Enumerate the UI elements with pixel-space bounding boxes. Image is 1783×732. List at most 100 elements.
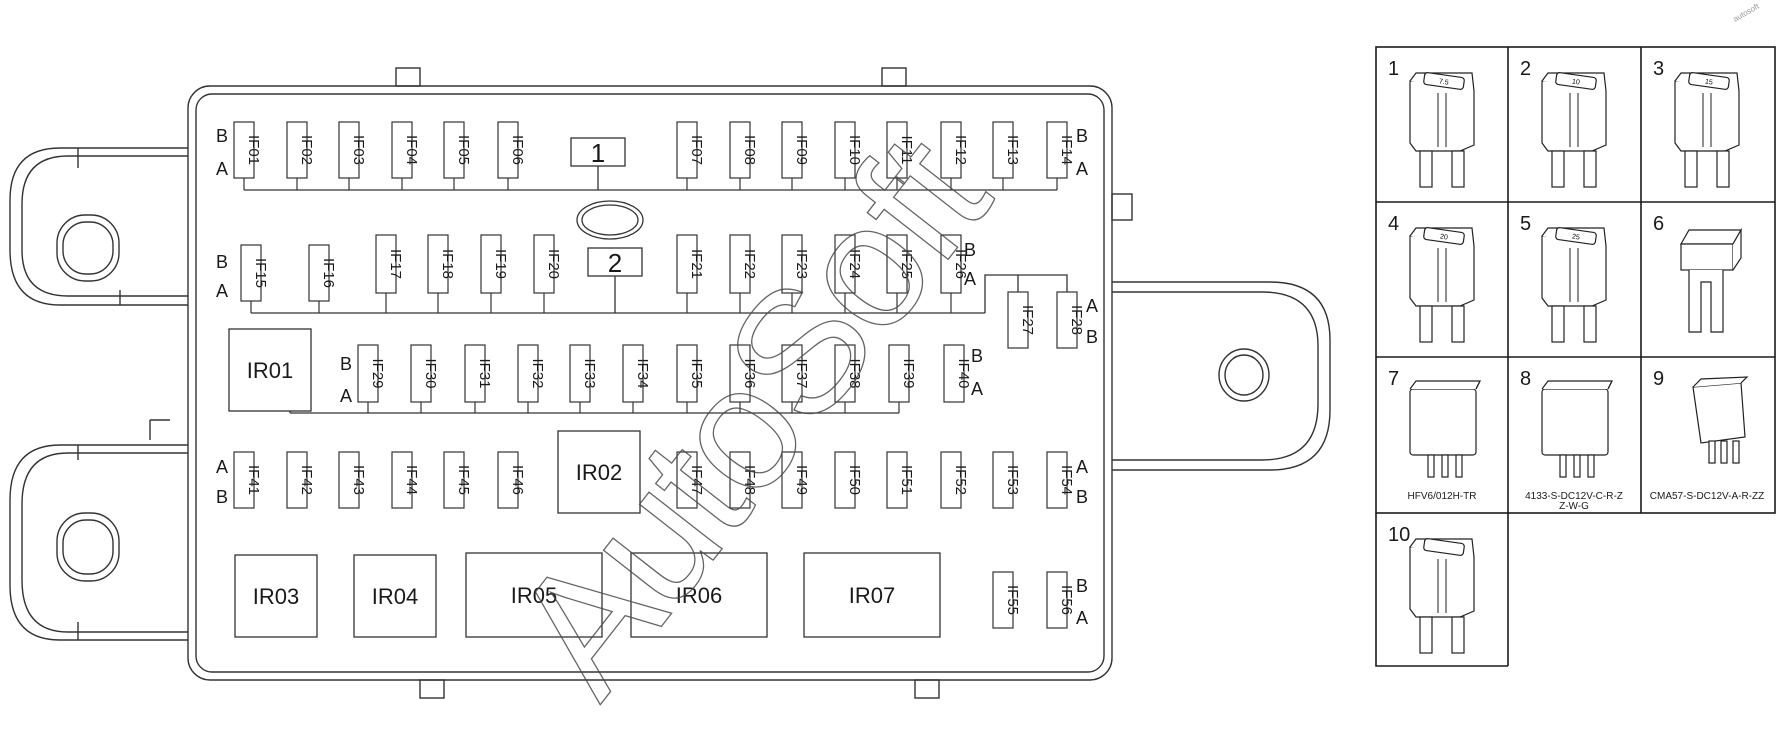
fuse-label: IF13 [1004,135,1021,165]
fuse-body [286,451,308,509]
relay-icon [1692,376,1749,464]
fuse-label: IF32 [529,358,546,388]
pin-label: A [1076,457,1088,477]
pin-label: A [1076,608,1088,628]
fuse-if13: IF13 [992,121,1021,190]
fuse-label: IF08 [741,135,758,165]
fuse-if40: IF40 [943,344,972,403]
fuse-if30: IF30 [410,344,439,413]
fuse-if49: IF49 [781,451,810,509]
fuse-if15: IF15 [240,244,269,313]
fuse-body [497,451,519,509]
fuse-if43: IF43 [338,451,367,509]
fuse-body [886,451,908,509]
relay-label: IR04 [372,584,418,609]
fuse-box-housing [9,67,1331,699]
fuse-label: IF16 [320,258,337,288]
fuse-if45: IF45 [443,451,472,509]
fuse-if12: IF12 [940,121,969,190]
component-number: 3 [1653,58,1664,80]
fuse-label: IF34 [634,358,651,388]
fuse-body [940,451,962,509]
component-number: 2 [1520,58,1531,80]
fuse-if36: IF36 [729,344,758,413]
pin-label: B [1076,126,1088,146]
fuse-if16: IF16 [308,244,337,313]
fuse-if32: IF32 [517,344,546,413]
fuse-if37: IF37 [781,344,810,413]
fuse-if01: IF01 [233,121,262,190]
fuse-label: IF31 [476,358,493,388]
pin-label: B [216,126,228,146]
relay-ir03: IR03 [234,554,318,638]
fuse-body [391,451,413,509]
fuse-label: IF04 [403,135,420,165]
fuse-if35: IF35 [676,344,705,413]
fuse-if41: IF41 [233,451,262,509]
fuse-if04: IF04 [391,121,420,190]
relay-label: IR03 [253,584,299,609]
pin-label: B [964,240,976,260]
fuse-if51: IF51 [886,451,915,509]
component-10: 10 [1388,524,1475,654]
relay-body [803,552,941,638]
fuse-label: IF07 [688,135,705,165]
relay-ir01: IR01 [228,328,312,412]
corner-watermark: autosoft [1732,1,1762,23]
fuse-if47: IF47 [676,451,705,509]
fuse-if56: IF56 [1046,571,1075,629]
fuse-label: IF52 [952,465,969,495]
pin-label: A [971,379,983,399]
fuse-label: IF22 [741,249,758,279]
component-number: 7 [1388,368,1399,390]
fuse-if44: IF44 [391,451,420,509]
blade-fuse-icon: 15 [1674,72,1740,188]
component-legend: 17.521031542052567HFV6/012H-TR84133-S-DC… [1375,46,1776,667]
fuse-label: IF28 [1068,305,1085,335]
component-1: 17.5 [1388,58,1475,188]
fuse-if05: IF05 [443,121,472,190]
relay-icon [1541,380,1613,478]
connector-2-label: 2 [608,248,622,278]
component-4: 420 [1388,213,1475,343]
fuse-label: IF38 [846,358,863,388]
fuse-if10: IF10 [834,121,863,190]
fuse-label: IF11 [898,136,915,165]
component-caption: CMA57-S-DC12V-A-R-ZZ [1650,491,1764,502]
fuse-label: IF48 [741,465,758,495]
fuse-label: IF51 [898,465,915,495]
pin-label: A [216,281,228,301]
fuse-label: IF21 [688,249,705,279]
fuse-if09: IF09 [781,121,810,190]
relay-label: IR06 [676,583,722,608]
fuse-body [443,451,465,509]
fuse-if52: IF52 [940,451,969,509]
fuse-if17: IF17 [375,234,404,313]
fuse-label: IF54 [1058,465,1075,495]
fuse-label: IF44 [403,465,420,495]
fuse-label: IF10 [846,135,863,165]
component-number: 10 [1388,524,1410,546]
pin-label: B [1076,576,1088,596]
fuse-if55: IF55 [992,571,1021,629]
relay-ir02: IR02 [557,430,641,514]
fuse-label: IF20 [545,249,562,279]
fuse-body [676,451,698,509]
pin-label: B [216,487,228,507]
fuse-body [729,451,751,509]
fuse-label: IF41 [245,465,262,495]
fuse-rating: 7.5 [1438,78,1449,86]
fuse-label: IF25 [898,249,915,279]
component-number: 5 [1520,213,1531,235]
pin-label: B [1076,487,1088,507]
fuse-label: IF23 [793,249,810,279]
fuse-rating: 20 [1439,233,1448,241]
fuse-body [781,451,803,509]
fuse-if21: IF21 [676,234,705,313]
component-3: 3 15 [1653,58,1740,188]
